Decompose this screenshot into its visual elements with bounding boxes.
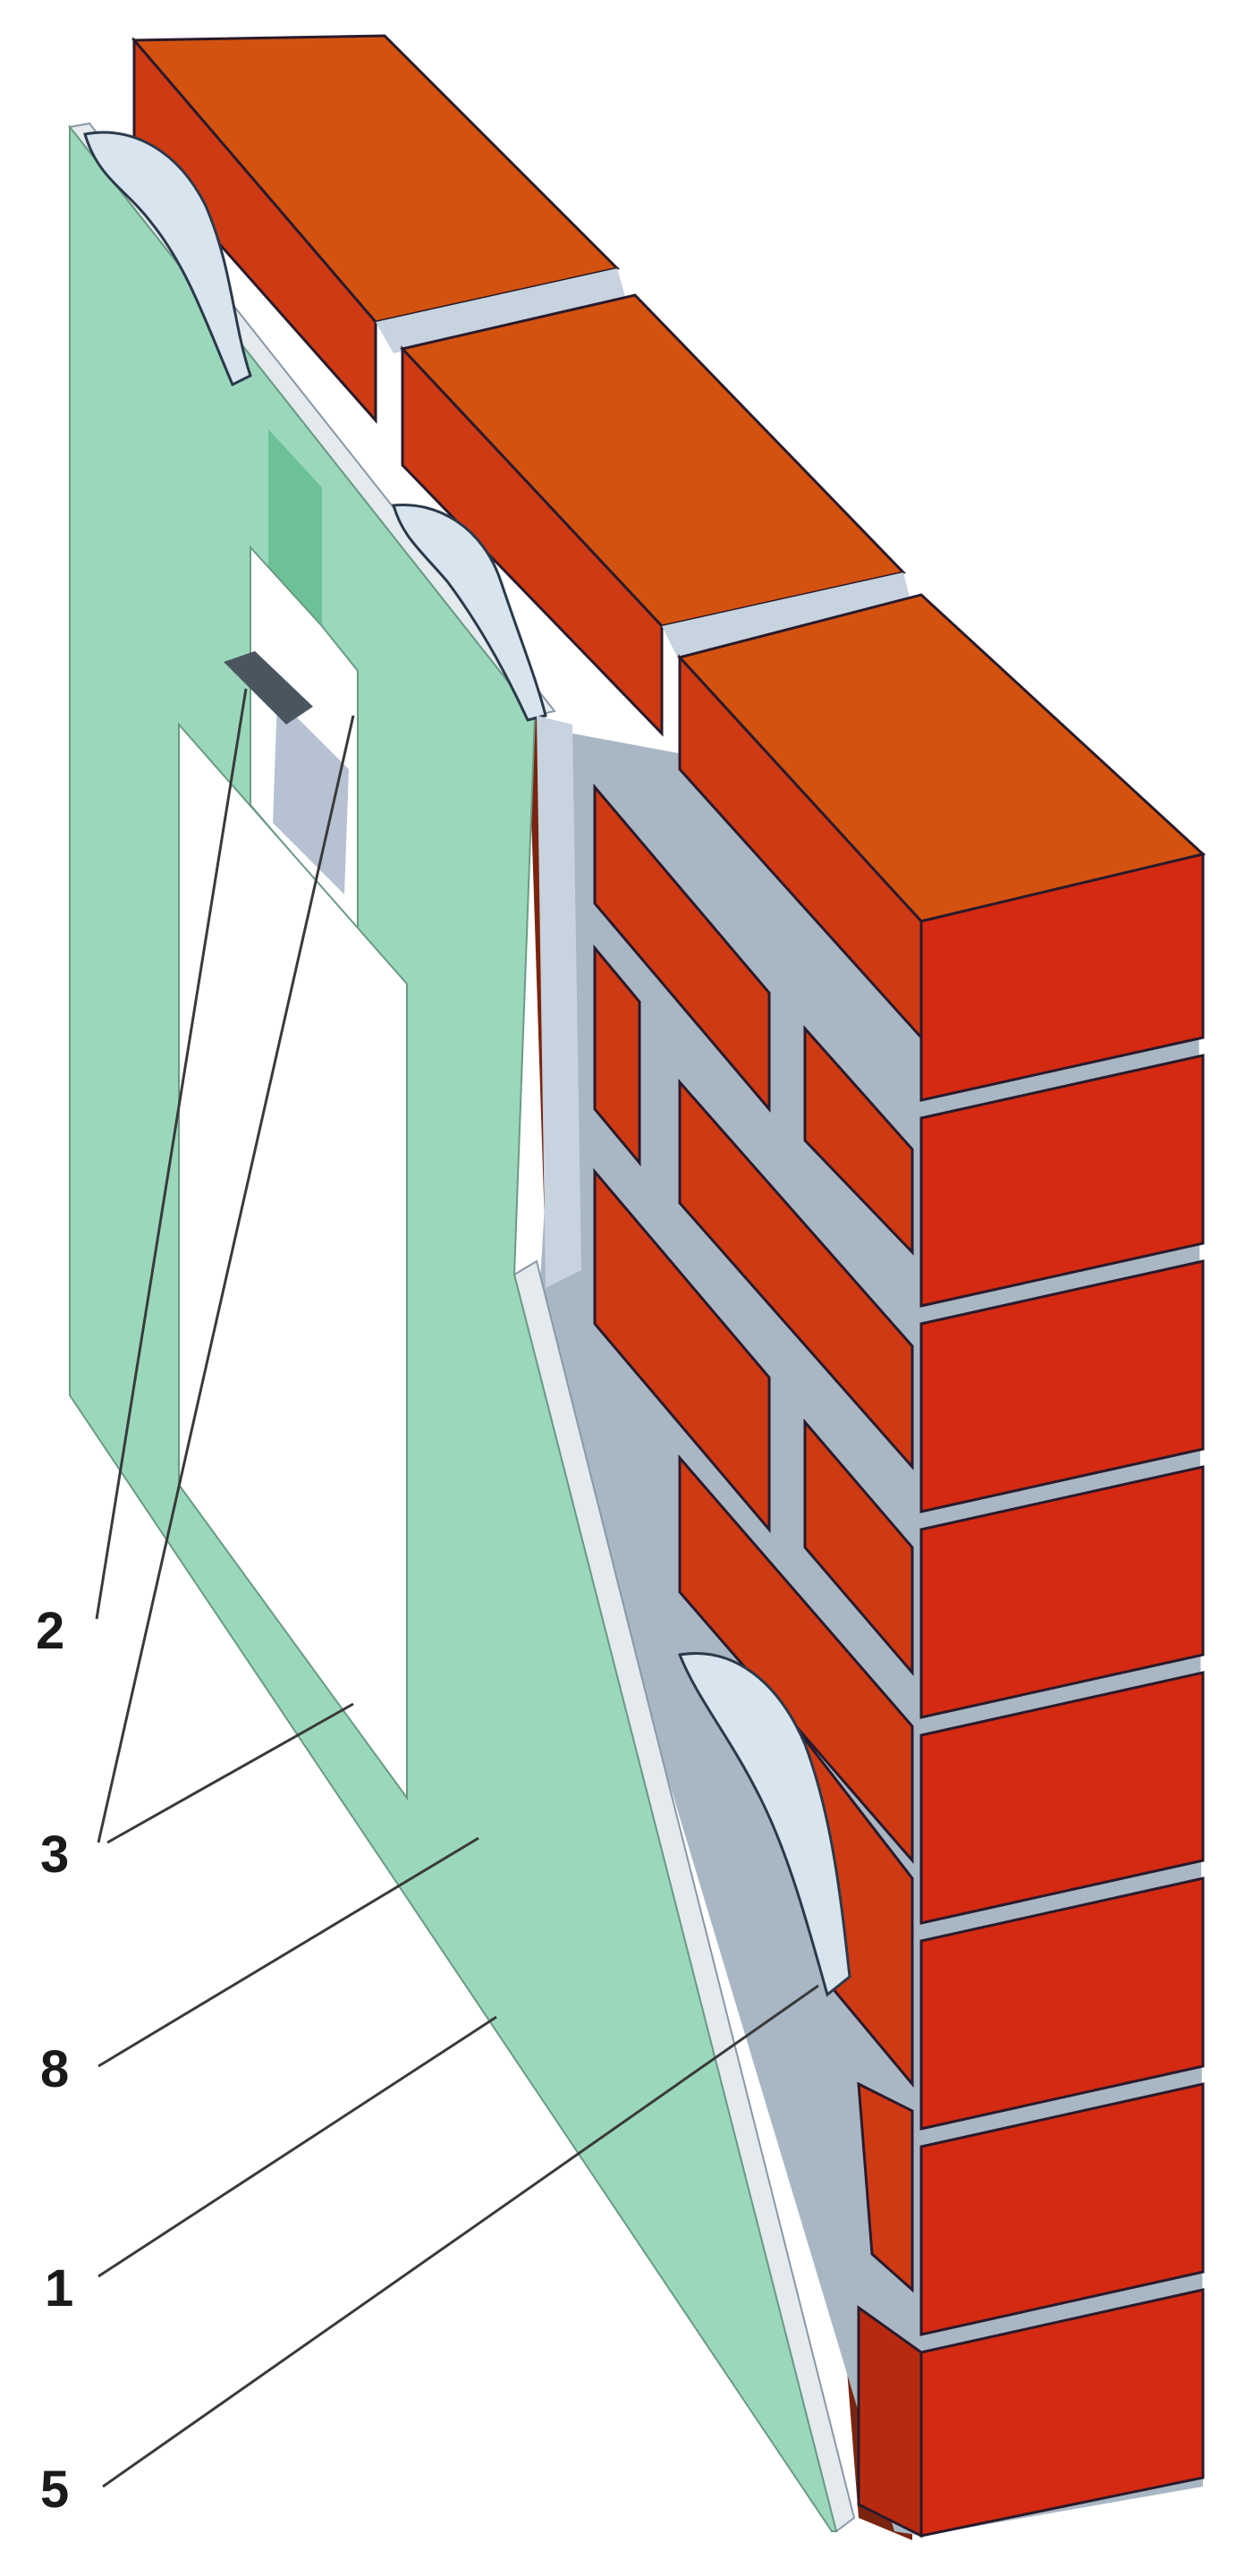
adhesive-dabs bbox=[83, 131, 851, 1997]
front-brick-1 bbox=[919, 1054, 1205, 1308]
brick-front-c bbox=[919, 852, 1205, 1102]
callout-1: 1 bbox=[45, 2259, 73, 2318]
leader-lines bbox=[95, 688, 819, 2488]
adhesive-dab-middle bbox=[392, 503, 547, 722]
front-course bbox=[857, 1054, 1205, 2538]
side-course bbox=[593, 783, 914, 2293]
brick-side-a bbox=[132, 36, 377, 424]
top-course bbox=[131, 34, 1207, 1102]
adhesive-dab-top bbox=[83, 131, 252, 387]
fastener-head bbox=[224, 651, 313, 724]
callout-3: 3 bbox=[40, 1826, 69, 1884]
leader-5 bbox=[102, 1984, 819, 2488]
brick-bottom-side bbox=[857, 2305, 923, 2538]
side-brick-1 bbox=[593, 783, 771, 1114]
front-brick-3 bbox=[919, 1465, 1205, 1719]
front-brick-6 bbox=[919, 2082, 1205, 2336]
front-brick-5 bbox=[919, 1877, 1205, 2131]
board-seam-strip bbox=[268, 429, 322, 626]
front-brick-2 bbox=[919, 1259, 1205, 1513]
side-brick-4 bbox=[678, 1079, 914, 1470]
fastener-shadow bbox=[273, 698, 349, 894]
side-brick-9 bbox=[857, 2081, 914, 2293]
callout-5: 5 bbox=[40, 2461, 69, 2519]
adhesive-band-edge bbox=[537, 716, 581, 1288]
callout-2: 2 bbox=[36, 1602, 64, 1660]
adhesive-dab-lower bbox=[677, 1652, 851, 1997]
leader-2 bbox=[95, 688, 248, 1620]
leader-3b bbox=[106, 1702, 354, 1844]
side-brick-6 bbox=[803, 1418, 914, 1677]
side-brick-5 bbox=[593, 1167, 771, 1534]
leader-3a bbox=[97, 715, 355, 1843]
side-brick-2 bbox=[803, 1025, 914, 1256]
callout-8: 8 bbox=[40, 2040, 69, 2098]
leader-1 bbox=[97, 2015, 497, 2278]
brick-wall bbox=[131, 34, 1207, 2540]
mortar-joint-ab bbox=[376, 268, 626, 353]
callouts: 2 3 8 1 5 bbox=[36, 1602, 73, 2519]
side-brick-7 bbox=[678, 1453, 914, 1865]
cutaway-lower bbox=[178, 722, 408, 1801]
brick-side-b bbox=[401, 345, 664, 737]
leader-8 bbox=[97, 1836, 479, 2068]
side-brick-3 bbox=[593, 944, 641, 1167]
front-brick-4 bbox=[919, 1671, 1205, 1925]
mortar-joint-bc bbox=[662, 572, 912, 662]
